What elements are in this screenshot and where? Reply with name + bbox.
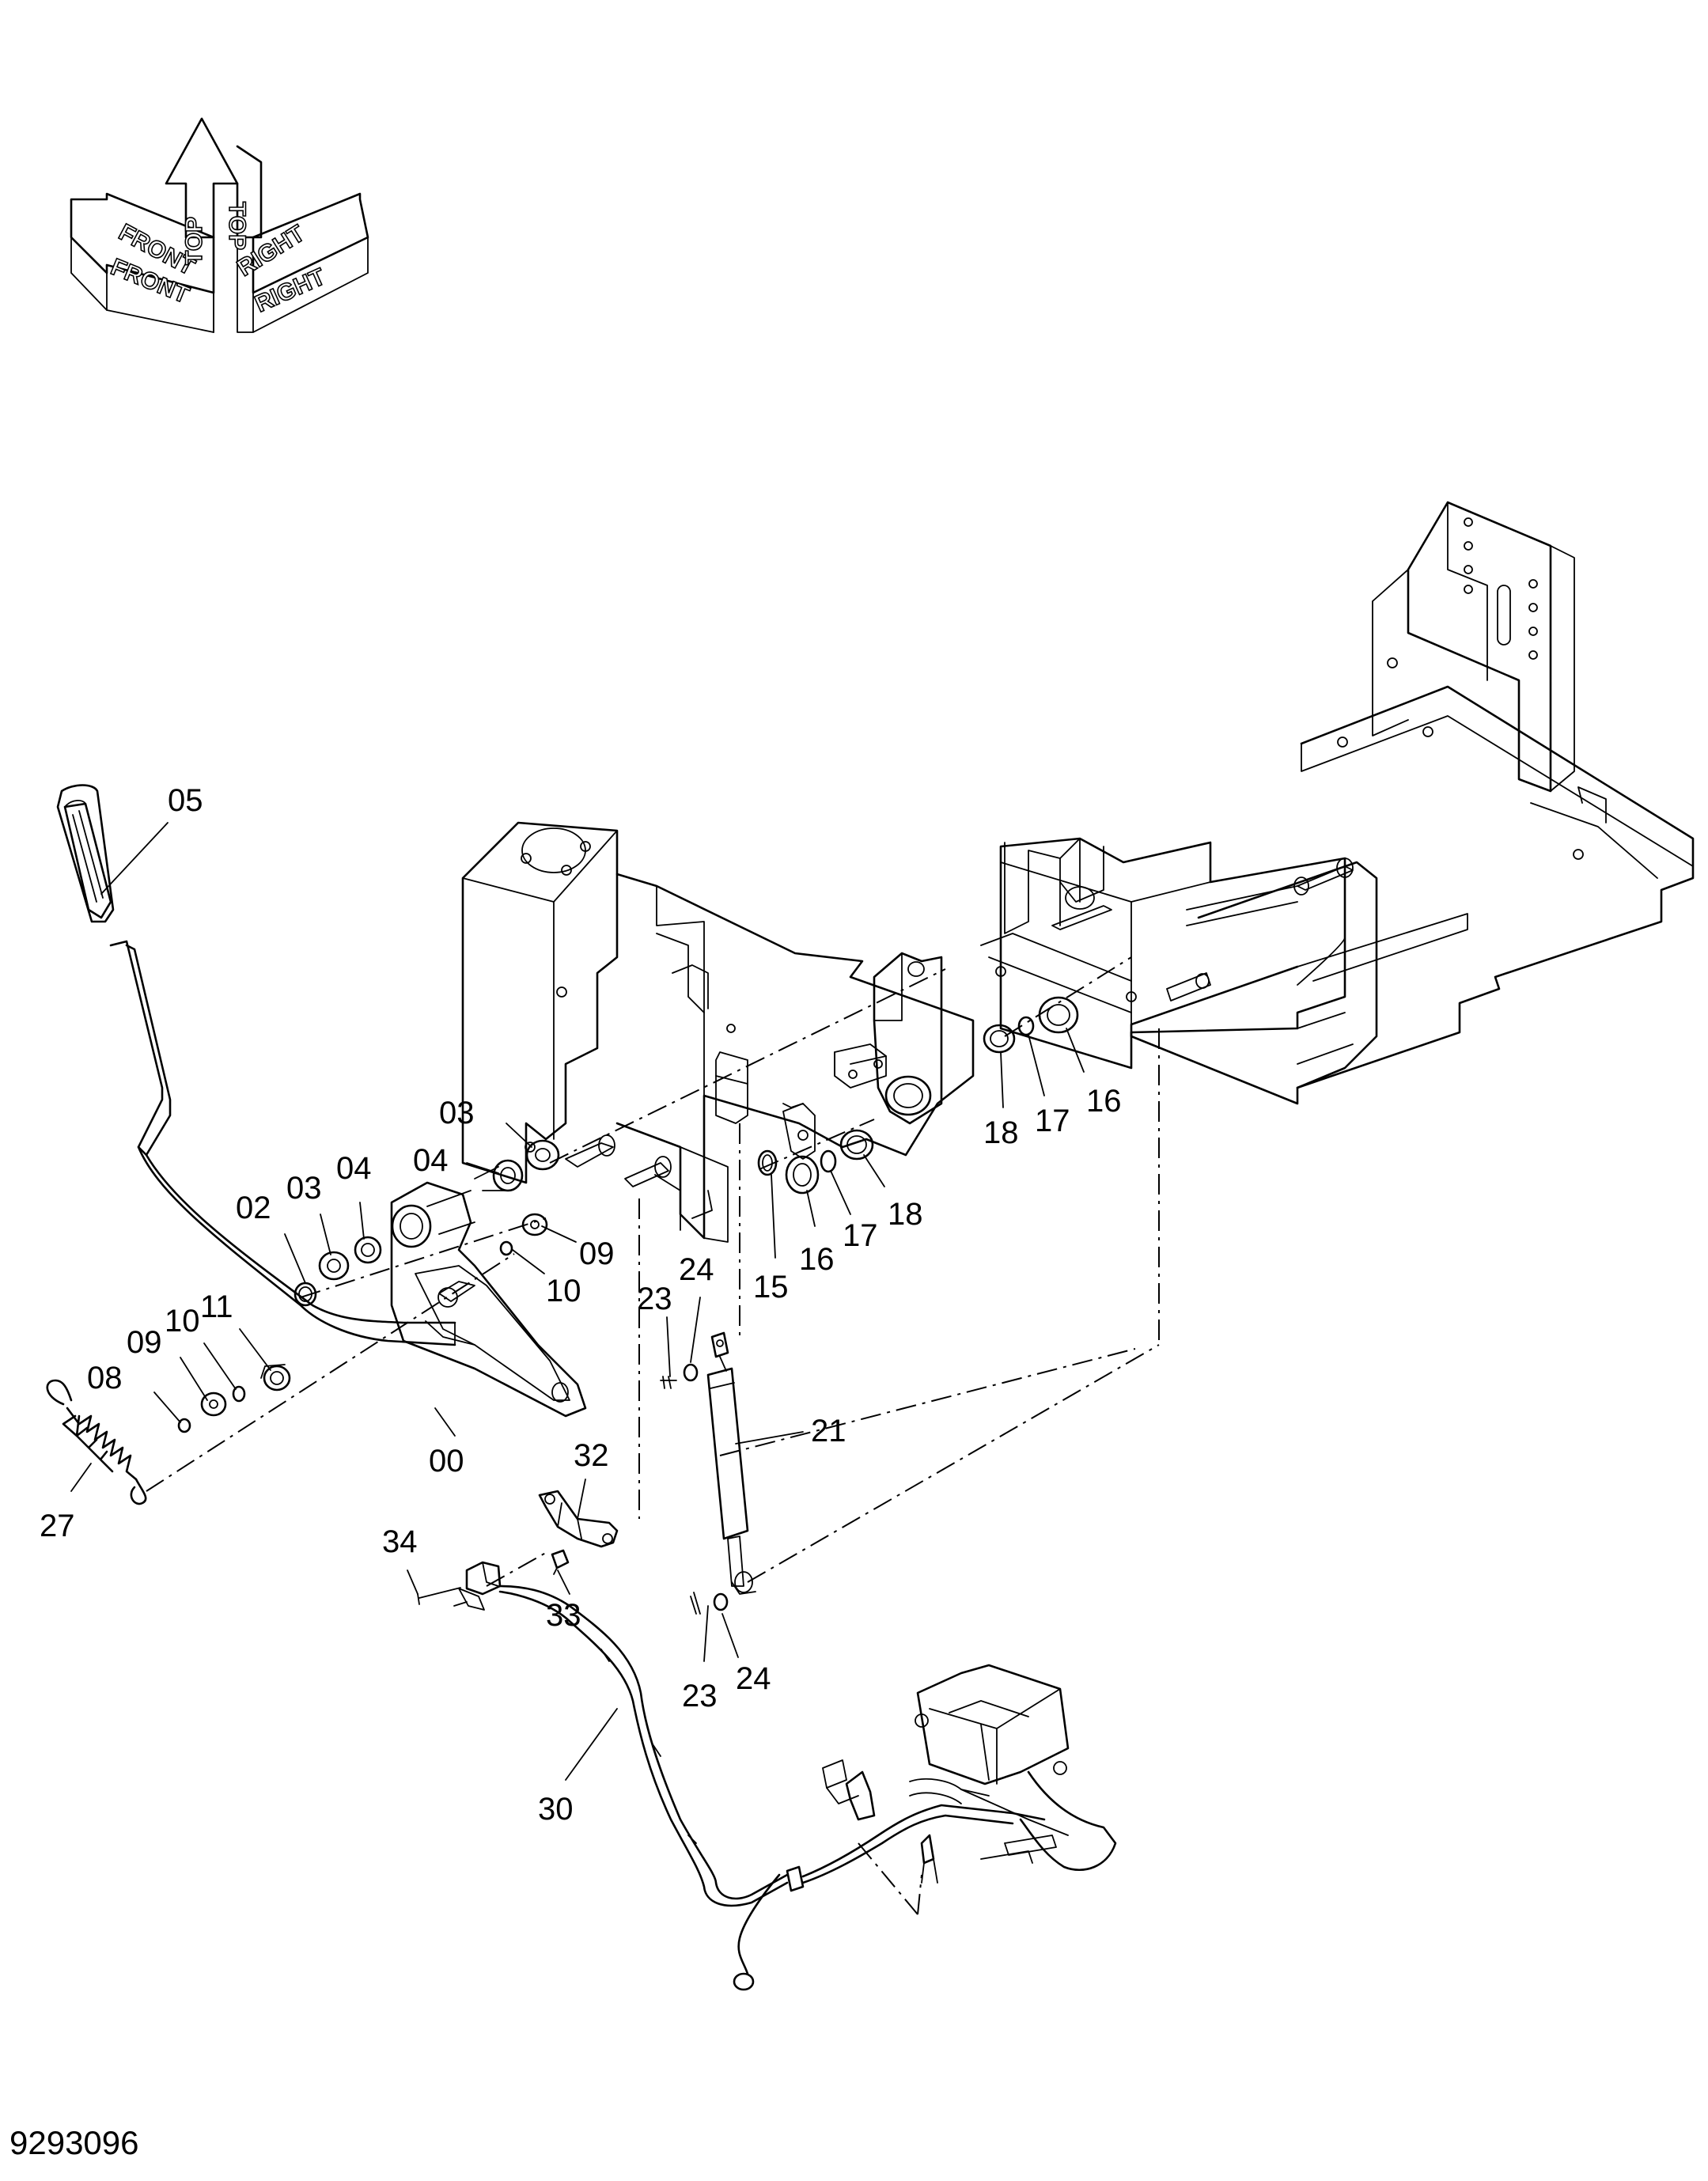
callout-leaders xyxy=(70,822,1085,1781)
callout-24-lower: 24 xyxy=(736,1661,771,1696)
callout-03-upper: 03 xyxy=(439,1096,475,1130)
assembly-lines xyxy=(146,956,1160,1915)
callout-23-lower: 23 xyxy=(682,1679,718,1713)
cam-lever xyxy=(782,952,943,1160)
callout-03-lower: 03 xyxy=(286,1171,322,1206)
callout-04-lower: 04 xyxy=(336,1151,372,1186)
orientation-indicator: FRONT FRONT TOP TOP RIGHT RIGHT xyxy=(70,117,369,333)
pedal-arm xyxy=(390,1181,587,1418)
right-label-lower: RIGHT xyxy=(251,263,329,317)
callout-labels: 05 03 04 03 04 02 09 10 11 10 09 08 00 2… xyxy=(40,783,1122,1827)
callout-09-right: 09 xyxy=(579,1236,615,1271)
callout-04-upper: 04 xyxy=(413,1143,449,1178)
callout-09-left: 09 xyxy=(127,1325,162,1360)
callout-27: 27 xyxy=(40,1509,75,1543)
callout-24-upper: 24 xyxy=(679,1252,714,1287)
pedal-rod xyxy=(63,800,456,1346)
callout-33: 33 xyxy=(546,1598,581,1633)
gas-spring xyxy=(706,1331,756,1595)
callout-11: 11 xyxy=(200,1289,233,1324)
callout-18-right: 18 xyxy=(983,1115,1019,1150)
callout-05: 05 xyxy=(168,783,203,818)
pedal-box xyxy=(461,821,975,1243)
callout-16-left: 16 xyxy=(799,1242,835,1277)
callout-10-right: 10 xyxy=(546,1274,581,1308)
wiring-harness xyxy=(498,1585,1117,1991)
document-number: 9293096 xyxy=(9,2124,139,2161)
callout-23-upper: 23 xyxy=(637,1282,672,1316)
callout-08: 08 xyxy=(87,1361,123,1395)
callout-32: 32 xyxy=(574,1438,609,1473)
return-spring xyxy=(46,1379,147,1505)
callout-34: 34 xyxy=(382,1524,418,1559)
callout-21: 21 xyxy=(811,1414,846,1448)
callout-16-right: 16 xyxy=(1086,1084,1122,1119)
switch-bracket xyxy=(417,1490,619,1611)
callout-18-left: 18 xyxy=(888,1197,923,1232)
floor-frame xyxy=(1130,501,1695,1105)
top-label-left: TOP xyxy=(181,217,207,265)
top-label-right: TOP xyxy=(224,202,250,250)
callout-17-right: 17 xyxy=(1035,1104,1070,1138)
callout-00: 00 xyxy=(429,1444,464,1479)
callout-30: 30 xyxy=(538,1792,574,1827)
callout-02: 02 xyxy=(236,1191,271,1225)
callout-15: 15 xyxy=(753,1270,789,1304)
hardware xyxy=(56,784,1079,1615)
callout-10-left: 10 xyxy=(165,1304,200,1339)
pedal-mount-bracket xyxy=(980,837,1378,1089)
callout-17-left: 17 xyxy=(843,1218,878,1253)
